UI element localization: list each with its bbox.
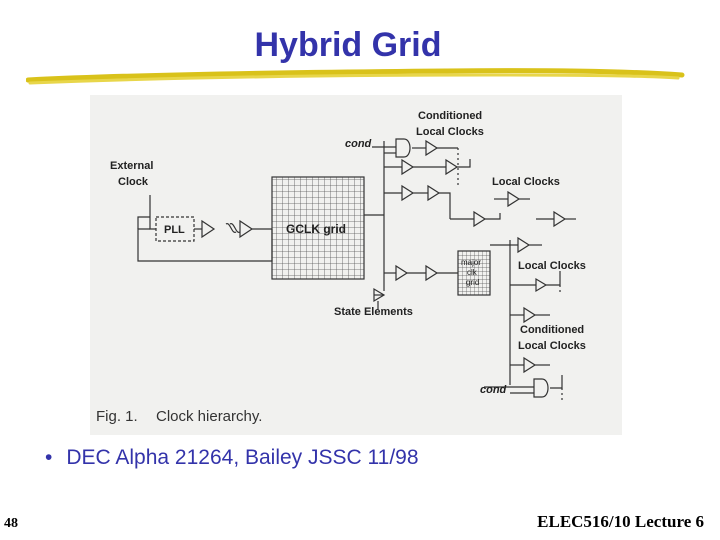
external-clock-label-line2: Clock (118, 176, 149, 188)
figure-caption-prefix: Fig. 1. (96, 408, 138, 425)
page-number: 48 (4, 516, 18, 531)
footer-text: ELEC516/10 Lecture 6 (537, 512, 704, 531)
major-clk-grid-label-line2: clk (467, 268, 478, 277)
cond-bottom-label: cond (480, 384, 507, 396)
slide-title: Hybrid Grid (254, 26, 442, 64)
state-elements-label: State Elements (334, 306, 413, 318)
clock-hierarchy-diagram: External Clock PLL GCLK grid cond Condit… (96, 110, 586, 425)
pll-label: PLL (164, 224, 185, 236)
external-clock-label-line1: External (110, 160, 153, 172)
cond-top-label: cond (345, 138, 372, 150)
figure-caption-text: Clock hierarchy. (156, 408, 262, 425)
clock-hierarchy-figure: External Clock PLL GCLK grid cond Condit… (90, 95, 622, 435)
bullet-item: • DEC Alpha 21264, Bailey JSSC 11/98 (45, 446, 419, 470)
bullet-dot-icon: • (45, 446, 53, 469)
local-clocks-label-1: Local Clocks (492, 176, 560, 188)
conditioned-bottom-label-line1: Conditioned (520, 324, 584, 336)
major-clk-grid-label-line3: grid (466, 278, 479, 287)
local-clocks-label-2: Local Clocks (518, 260, 586, 272)
major-clk-grid-label-line1: major (461, 258, 481, 267)
conditioned-bottom-label-line2: Local Clocks (518, 340, 586, 352)
conditioned-top-label-line1: Conditioned (418, 110, 482, 122)
title-underline (26, 68, 685, 85)
bullet-text: DEC Alpha 21264, Bailey JSSC 11/98 (66, 446, 419, 469)
gclk-grid-label: GCLK grid (286, 222, 346, 236)
conditioned-top-label-line2: Local Clocks (416, 126, 484, 138)
